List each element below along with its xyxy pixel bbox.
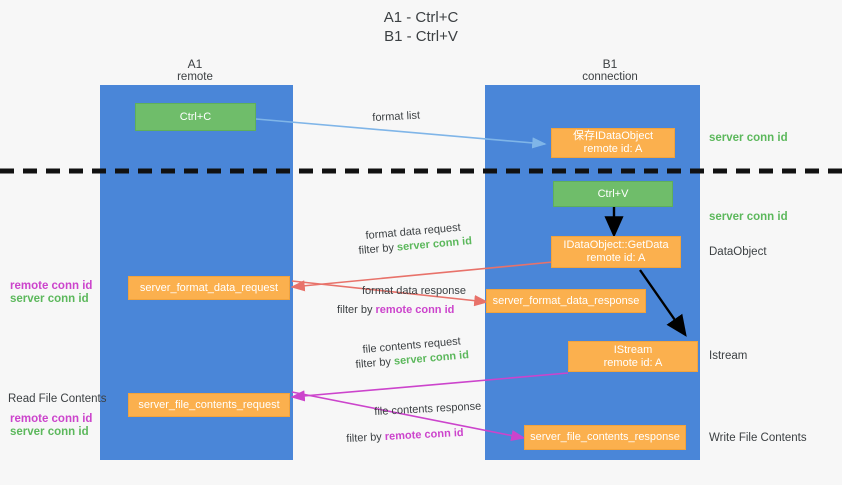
box-ctrl-v[interactable]: Ctrl+V xyxy=(553,181,673,207)
filter-prefix: filter by xyxy=(346,430,386,445)
box-istream-line1: IStream xyxy=(613,343,653,356)
box-server-format-data-response[interactable]: server_format_data_response xyxy=(486,289,646,313)
filter-prefix: filter by xyxy=(355,355,395,371)
filter-prefix: filter by xyxy=(358,241,398,257)
label-format-data-response-filter: filter by remote conn id xyxy=(337,303,454,318)
label-server-conn-id-1: server conn id xyxy=(10,293,89,305)
label-server-conn-id-mid: server conn id xyxy=(709,211,788,223)
box-getdata-line2: remote id: A xyxy=(586,252,646,264)
box-idataobject-line1: 保存IDataObject xyxy=(572,130,654,142)
column-header-a1: A1 remote xyxy=(120,58,270,84)
box-server-format-data-request[interactable]: server_format_data_request xyxy=(128,276,290,300)
label-file-contents-response-filter: filter by remote conn id xyxy=(346,426,464,447)
label-read-file-contents: Read File Contents xyxy=(8,393,107,405)
box-server-format-data-request-label: server_format_data_request xyxy=(139,281,279,294)
column-a1-sub: remote xyxy=(177,71,213,83)
box-server-format-data-response-label: server_format_data_response xyxy=(492,294,640,307)
label-write-file-contents: Write File Contents xyxy=(709,432,807,444)
column-header-b1: B1 connection xyxy=(530,58,690,84)
box-getdata-line1: IDataObject::GetData xyxy=(563,239,669,251)
box-server-file-contents-request-label: server_file_contents_request xyxy=(138,398,280,411)
label-file-contents-response: file contents response xyxy=(374,400,482,418)
title-line-1: A1 - Ctrl+C xyxy=(383,9,459,26)
label-istream: Istream xyxy=(709,350,748,362)
box-idataobject-line2: remote id: A xyxy=(583,143,643,155)
box-istream[interactable]: IStream remote id: A xyxy=(568,341,698,372)
label-server-conn-id-top: server conn id xyxy=(709,132,788,144)
box-ctrl-c[interactable]: Ctrl+C xyxy=(135,103,256,131)
box-ctrl-c-label: Ctrl+C xyxy=(179,110,212,123)
box-server-file-contents-request[interactable]: server_file_contents_request xyxy=(128,393,290,417)
box-istream-line2: remote id: A xyxy=(603,356,663,369)
diagram-title: A1 - Ctrl+C B1 - Ctrl+V xyxy=(0,8,842,46)
box-getdata[interactable]: IDataObject::GetData remote id: A xyxy=(551,236,681,268)
label-remote-conn-id-1: remote conn id xyxy=(10,280,93,292)
box-server-file-contents-response[interactable]: server_file_contents_response xyxy=(524,425,686,450)
column-a1-name: A1 xyxy=(187,57,203,71)
box-server-file-contents-response-label: server_file_contents_response xyxy=(530,431,680,443)
column-b1-sub: connection xyxy=(582,71,638,83)
label-server-conn-id-2: server conn id xyxy=(10,426,89,438)
label-format-list: format list xyxy=(372,109,421,124)
filter-value-remote-conn-id: remote conn id xyxy=(384,426,464,443)
filter-prefix: filter by xyxy=(337,304,376,316)
label-dataobject: DataObject xyxy=(709,246,767,258)
filter-value-remote-conn-id: remote conn id xyxy=(375,304,455,316)
label-format-data-response: format data response xyxy=(362,285,466,297)
box-ctrl-v-label: Ctrl+V xyxy=(597,187,629,200)
column-b1-name: B1 xyxy=(602,57,618,71)
box-idataobject[interactable]: 保存IDataObject remote id: A xyxy=(551,128,675,158)
title-line-2: B1 - Ctrl+V xyxy=(384,28,458,45)
label-remote-conn-id-2: remote conn id xyxy=(10,413,93,425)
